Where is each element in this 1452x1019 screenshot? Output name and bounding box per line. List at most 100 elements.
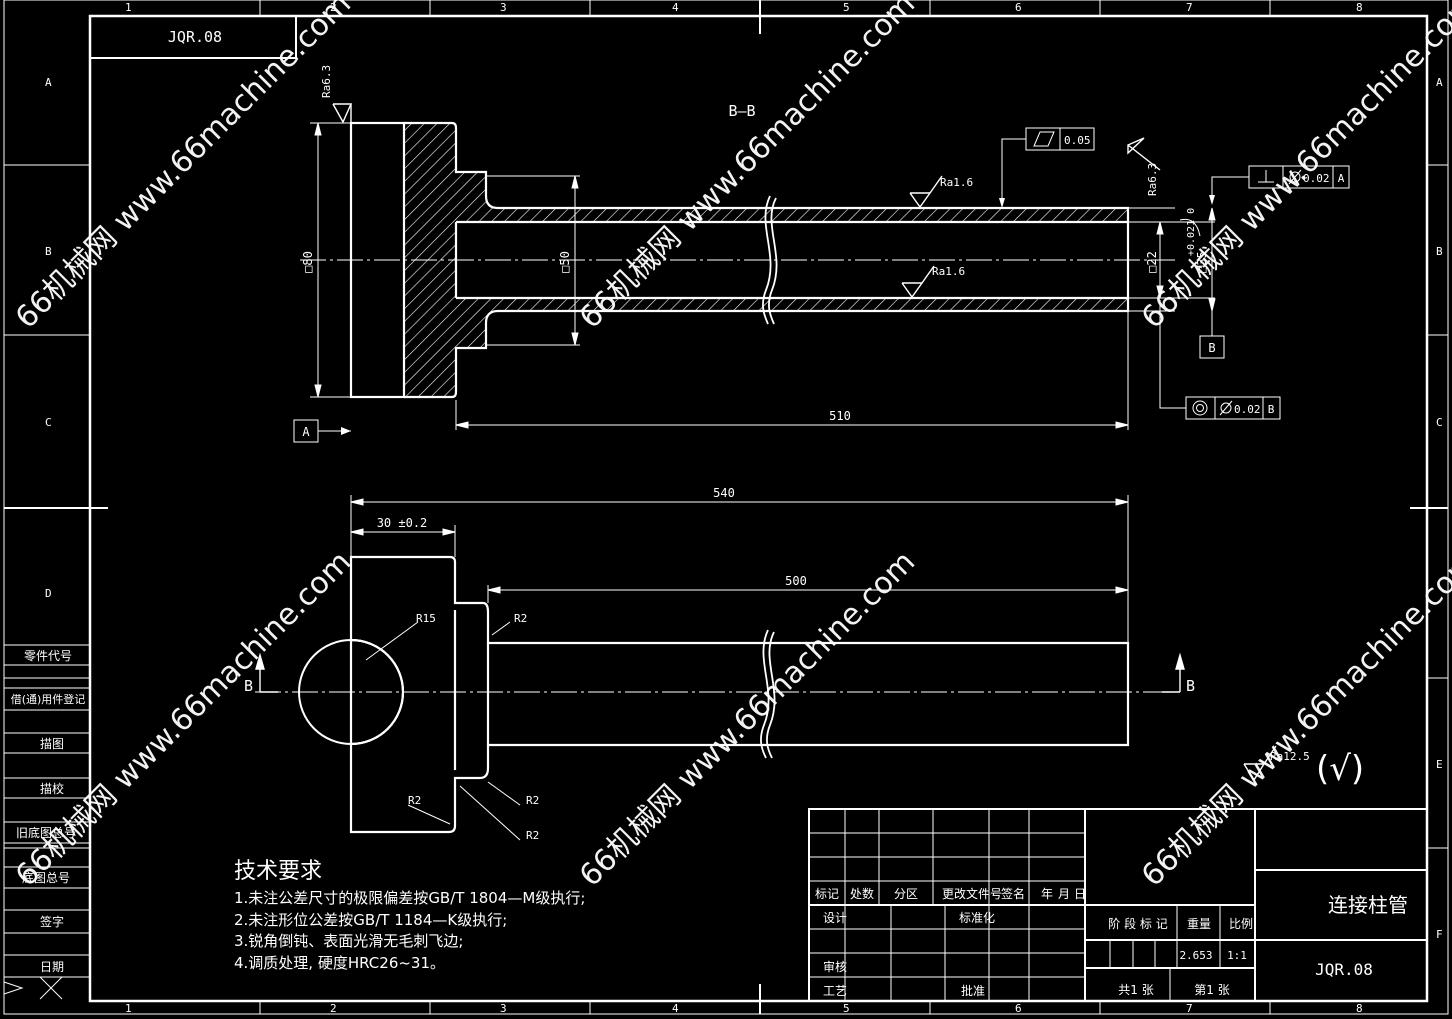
roughness-right-label: Ra6.3 <box>1146 163 1159 196</box>
dim-fit-tol: +0.021 0 <box>1186 208 1197 256</box>
col-label: 4 <box>672 1 679 14</box>
watermark: 66机械网 www.66machine.com <box>573 544 922 893</box>
side-label: 描图 <box>40 737 64 751</box>
rev-header: 签名 <box>1001 886 1025 901</box>
side-label: 日期 <box>40 960 64 974</box>
tech-item: 4.调质处理, 硬度HRC26~31。 <box>234 954 445 972</box>
roughness-flange <box>332 103 353 124</box>
flatness-frame: 0.05 <box>999 127 1095 208</box>
break-lines <box>762 195 778 325</box>
side-label: 描校 <box>40 781 64 796</box>
part-outline <box>404 121 1130 399</box>
svg-text:0.02: 0.02 <box>1234 403 1261 416</box>
col-label: 7 <box>1186 1 1193 14</box>
dim-30: 30 ±0.2 <box>377 516 428 530</box>
standardization-label: 标准化 <box>959 911 995 925</box>
tech-item: 1.未注公差尺寸的极限偏差按GB/T 1804—M级执行; <box>234 889 585 907</box>
dim-540: 540 <box>713 486 735 500</box>
col-label: 8 <box>1356 1002 1363 1015</box>
watermark: 66机械网 www.66machine.com <box>573 0 922 336</box>
cut-markers <box>255 652 1185 693</box>
row-label: E <box>1436 758 1443 771</box>
dim-flange: □80 <box>301 251 315 273</box>
break-lines-lower <box>760 629 776 759</box>
section-view: B—B <box>293 65 1350 443</box>
row-label: D <box>45 587 52 600</box>
rev-header: 年 <box>1041 887 1053 901</box>
zone-labels: 1 2 3 4 5 6 7 8 1 2 3 4 5 6 7 8 A B C D … <box>45 1 1443 1015</box>
watermark: 66机械网 www.66machine.com <box>1135 544 1452 893</box>
tech-title: 技术要求 <box>234 859 322 884</box>
dim-500: 500 <box>785 574 807 588</box>
section-title: B—B <box>728 102 755 120</box>
col-label: 8 <box>1356 1 1363 14</box>
side-label: 底图总号 <box>22 870 70 885</box>
col-label: 6 <box>1015 1 1022 14</box>
review-label: 审核 <box>823 959 847 974</box>
col-label: 4 <box>672 1002 679 1015</box>
watermark: 66机械网 www.66machine.com <box>9 0 358 336</box>
dim-510: 510 <box>829 409 851 423</box>
svg-text:A: A <box>1338 172 1345 185</box>
col-label: 5 <box>843 1002 850 1015</box>
dim-bore: □22 <box>1145 251 1159 273</box>
roughness-outer-label: Ra1.6 <box>940 176 973 189</box>
weight-label: 重量 <box>1187 917 1211 931</box>
outside-view: B B 540 500 30 ±0.2 R15 R2 R2 R2 R2 <box>244 486 1195 842</box>
drawing-number-top: JQR.08 <box>168 28 222 46</box>
col-label: 7 <box>1186 1002 1193 1015</box>
roughness-bore <box>901 265 935 299</box>
cut-label-left: B <box>244 677 253 695</box>
row-label: A <box>1436 76 1443 89</box>
concentricity-frame: 0.02 B <box>1159 300 1281 420</box>
col-label: 2 <box>330 1002 337 1015</box>
drawing-border <box>3 0 1449 1015</box>
svg-text:Ra12.5: Ra12.5 <box>1270 750 1310 763</box>
rev-header: 月 <box>1058 887 1070 901</box>
row-label: F <box>1436 928 1443 941</box>
flange-face <box>349 121 406 399</box>
row-label: B <box>1436 245 1443 258</box>
roughness-check-symbol: (√) <box>1316 749 1364 789</box>
roughness-outer <box>909 175 943 209</box>
row-label: B <box>45 245 52 258</box>
col-label: 6 <box>1015 1002 1022 1015</box>
side-label: 签字 <box>40 914 64 929</box>
rev-header: 处数 <box>850 886 874 901</box>
roughness-right-end <box>1127 137 1161 171</box>
rev-header: 更改文件号 <box>942 886 1002 901</box>
svg-text:0.05: 0.05 <box>1064 134 1091 147</box>
rev-header: 标记 <box>815 887 839 901</box>
part-name: 连接柱管 <box>1328 893 1408 917</box>
drawing-number-block: JQR.08 <box>1315 960 1373 979</box>
perpendicularity-frame: 0.02 A <box>1209 165 1350 205</box>
weight-value: 2.653 <box>1179 949 1212 962</box>
dim-tube: □35 <box>1195 251 1209 273</box>
general-roughness: Ra12.5 (√) <box>1243 745 1364 789</box>
roughness-flange-label: Ra6.3 <box>320 65 333 98</box>
side-label: 旧底图总号 <box>16 825 76 840</box>
scale-value: 1:1 <box>1227 949 1247 962</box>
side-label: 零件代号 <box>24 649 72 663</box>
dim-neck: □50 <box>558 251 572 273</box>
row-label: C <box>1436 416 1443 429</box>
svg-text:0.02: 0.02 <box>1303 172 1330 185</box>
col-label: 1 <box>125 1 132 14</box>
part-outline-lower <box>349 555 1130 834</box>
approve-label: 批准 <box>961 983 985 998</box>
title-block: 标记 处数 分区 更改文件号 签名 年 月 日 设计 标准化 审核 工艺 批准 … <box>808 808 1428 1002</box>
stage-mark-label: 阶 段 标 记 <box>1108 916 1167 931</box>
tech-item: 2.未注形位公差按GB/T 1184—K级执行; <box>234 911 507 929</box>
radius-r2-top: R2 <box>514 612 527 625</box>
scale-label: 比例 <box>1229 917 1253 931</box>
tech-item: 3.锐角倒钝、表面光滑无毛刺飞边; <box>234 932 463 950</box>
datum-b: B <box>1199 311 1225 359</box>
roughness-bore-label: Ra1.6 <box>932 265 965 278</box>
side-label: 借(通)用件登记 <box>11 692 86 706</box>
row-label: A <box>45 76 52 89</box>
svg-text:B: B <box>1208 341 1215 355</box>
side-panel: 零件代号 借(通)用件登记 描图 描校 旧底图总号 底图总号 签字 日期 <box>3 644 90 1000</box>
datum-a: A <box>293 419 351 443</box>
col-label: 3 <box>500 1 507 14</box>
